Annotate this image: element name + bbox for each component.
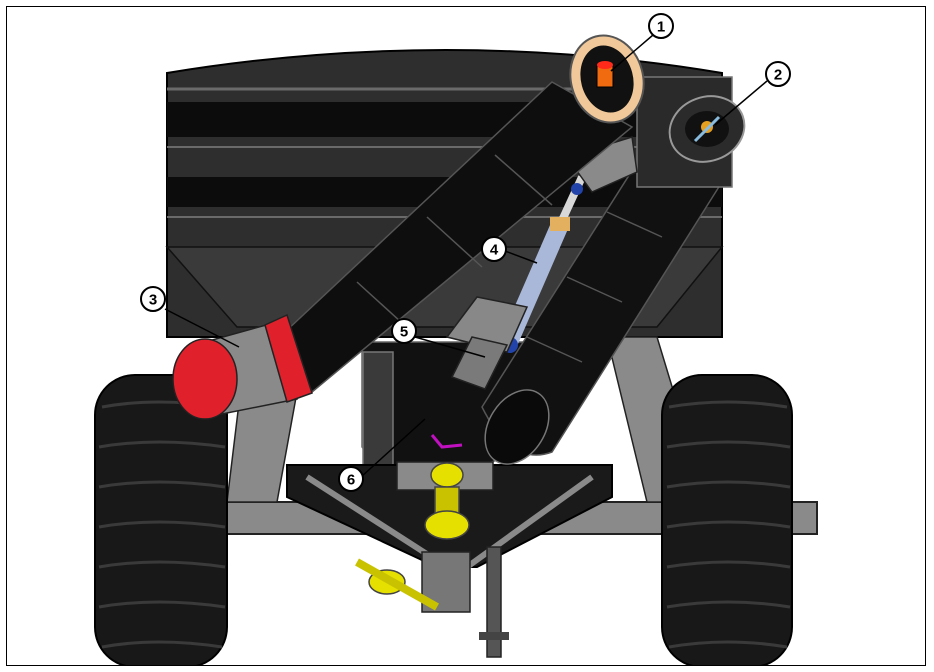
right-tire	[661, 374, 793, 665]
callout-5: 5	[391, 318, 417, 344]
callout-label: 2	[774, 67, 782, 84]
leader-lines	[164, 34, 768, 478]
spout-indicator	[596, 61, 614, 88]
pto-driveline	[355, 461, 494, 611]
figure-frame: 1 2 3 4 5 6	[6, 6, 926, 666]
callout-4: 4	[481, 236, 507, 262]
grain-cart-illustration: 1 2 3 4 5 6	[94, 13, 818, 665]
callout-3: 3	[140, 286, 166, 312]
secondary-spout	[668, 95, 746, 163]
callout-label: 4	[490, 242, 499, 259]
callout-label: 5	[400, 324, 408, 341]
left-tire	[94, 374, 228, 665]
callout-label: 6	[347, 472, 355, 489]
sump-door-handle	[430, 434, 463, 449]
callout-2: 2	[765, 61, 791, 87]
callout-6: 6	[338, 466, 364, 492]
callout-1: 1	[648, 13, 674, 39]
callout-label: 1	[657, 19, 665, 36]
auger-elbow-flow-door	[172, 313, 313, 420]
callout-label: 3	[149, 292, 157, 309]
fold-linkage-arm	[445, 136, 638, 390]
